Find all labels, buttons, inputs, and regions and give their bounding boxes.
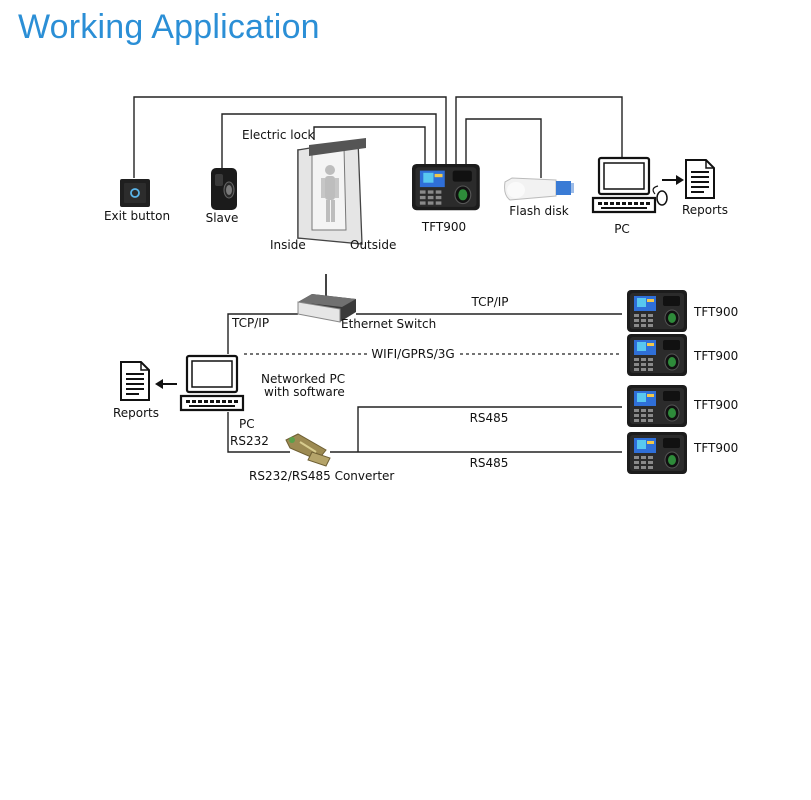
page-title: Working Application — [18, 8, 320, 46]
slave-reader-icon — [211, 168, 237, 210]
rs485-line2-label: RS485 — [470, 456, 509, 470]
network-report-icon — [120, 361, 150, 401]
top-wiring — [133, 96, 623, 178]
converter-icon — [285, 433, 331, 467]
exit-button-label: Exit button — [104, 209, 170, 223]
networked-pc-label-line2: with software — [264, 385, 345, 399]
door-icon — [297, 138, 366, 245]
converter-label: RS232/RS485 Converter — [249, 469, 394, 483]
flash-disk-icon — [504, 177, 574, 201]
top-reports-label: Reports — [682, 203, 728, 217]
network-terminal-1-icon — [626, 289, 688, 333]
network-terminal-2-label: TFT900 — [693, 349, 738, 363]
inside-label: Inside — [270, 238, 306, 252]
top-pc-icon — [591, 156, 657, 214]
network-reports-label: Reports — [113, 406, 159, 420]
ethernet-switch-icon — [297, 274, 356, 323]
top-pc-label: PC — [614, 222, 630, 236]
top-arrow-icon — [662, 175, 684, 185]
slave-label: Slave — [206, 211, 239, 225]
rs485-line1-label: RS485 — [470, 411, 509, 425]
tcpip-line-label: TCP/IP — [470, 295, 508, 309]
outside-label: Outside — [350, 238, 396, 252]
mouse-icon — [652, 185, 668, 206]
network-terminal-4-label: TFT900 — [693, 441, 738, 455]
rs232-label: RS232 — [230, 434, 269, 448]
tcpip-left-label: TCP/IP — [231, 316, 269, 330]
flash-disk-label: Flash disk — [509, 204, 568, 218]
ethernet-switch-label: Ethernet Switch — [341, 317, 436, 331]
network-arrow-icon — [155, 379, 177, 389]
terminal-tft900-icon — [411, 163, 481, 211]
networked-pc-label-line1: Networked PC — [261, 372, 345, 386]
electric-lock-label: Electric lock — [242, 128, 315, 142]
top-report-icon — [685, 159, 715, 199]
networked-pc-icon — [179, 354, 245, 412]
network-pc-label: PC — [239, 417, 255, 431]
network-terminal-1-label: TFT900 — [693, 305, 738, 319]
wifi-line-label: WIFI/GPRS/3G — [371, 347, 454, 361]
terminal-label: TFT900 — [421, 220, 466, 234]
network-terminal-3-label: TFT900 — [693, 398, 738, 412]
network-wiring — [227, 313, 622, 453]
network-terminal-3-icon — [626, 384, 688, 428]
network-terminal-4-icon — [626, 431, 688, 475]
network-terminal-2-icon — [626, 333, 688, 377]
exit-button-icon — [120, 179, 150, 207]
